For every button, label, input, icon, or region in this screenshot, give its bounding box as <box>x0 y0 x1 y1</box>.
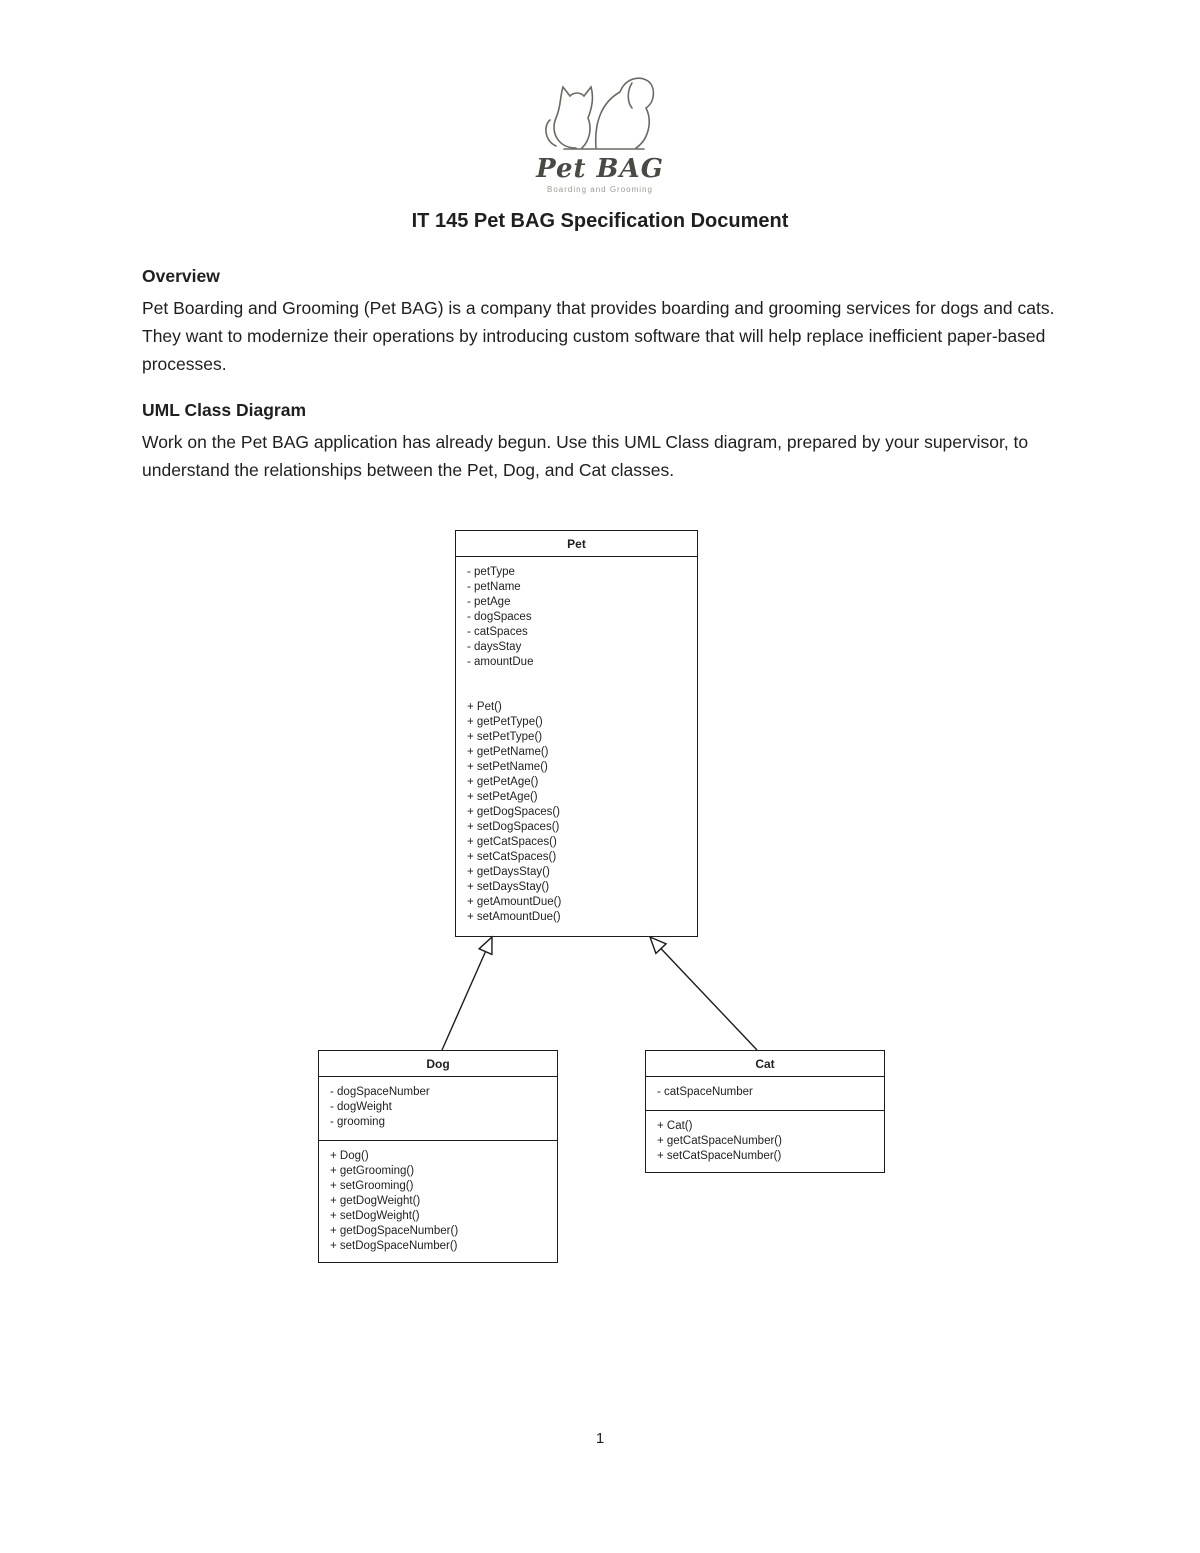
uml-class-cat: Cat - catSpaceNumber + Cat() + getCatSpac… <box>645 1050 885 1173</box>
uml-attribute: - petType <box>467 566 515 578</box>
logo-wordmark: Pet BAG <box>536 154 664 184</box>
uml-method: + getDogSpaceNumber() <box>330 1225 459 1237</box>
logo-tagline: Boarding and Grooming <box>547 185 653 194</box>
uml-attribute: - daysStay <box>467 641 522 653</box>
uml-method: + setAmountDue() <box>467 911 561 923</box>
document-title: IT 145 Pet BAG Specification Document <box>411 210 789 232</box>
uml-class-pet-attributes: - petType - petName - petAge - dogSpaces - c… <box>456 557 697 678</box>
overview-heading: Overview <box>142 266 220 286</box>
uml-method: + getDogSpaces() <box>467 806 561 818</box>
uml-method: + getPetType() <box>467 716 543 728</box>
uml-class-cat-methods: + Cat() + getCatSpaceNumber() + setCatSpac… <box>646 1111 884 1172</box>
uml-method: + getAmountDue() <box>467 896 562 908</box>
uml-attribute: - petName <box>467 581 521 593</box>
uml-class-pet-methods: + Pet() + getPetType() + setPetType() + get… <box>456 678 697 933</box>
uml-method: + getPetName() <box>467 746 549 758</box>
uml-attribute: - dogWeight <box>330 1101 392 1113</box>
uml-method: + Cat() <box>657 1120 693 1132</box>
uml-method: + Pet() <box>467 701 502 713</box>
uml-attribute: - grooming <box>330 1116 385 1128</box>
uml-attribute: - petAge <box>467 596 511 608</box>
uml-method: + setDogWeight() <box>330 1210 420 1222</box>
uml-method: + Dog() <box>330 1150 369 1162</box>
uml-method: + setDogSpaces() <box>467 821 560 833</box>
uml-section-paragraph: Work on the Pet BAG application has alre… <box>142 432 1029 480</box>
uml-attribute: - catSpaceNumber <box>657 1086 753 1098</box>
uml-attribute: - dogSpaceNumber <box>330 1086 430 1098</box>
uml-class-dog: Dog - dogSpaceNumber - dogWeight - groomin… <box>318 1050 558 1263</box>
uml-method: + setGrooming() <box>330 1180 414 1192</box>
uml-method: + getCatSpaces() <box>467 836 557 848</box>
uml-method: + getGrooming() <box>330 1165 415 1177</box>
uml-method: + setDogSpaceNumber() <box>330 1240 458 1252</box>
uml-attribute: - amountDue <box>467 656 534 668</box>
uml-method: + getCatSpaceNumber() <box>657 1135 782 1147</box>
dog-and-cat-icon <box>545 77 655 150</box>
uml-method: + setCatSpaceNumber() <box>657 1150 782 1162</box>
page-number: 1 <box>595 1430 605 1447</box>
overview-paragraph: Pet Boarding and Grooming (Pet BAG) is a… <box>142 298 1055 374</box>
uml-section-heading: UML Class Diagram <box>142 400 307 420</box>
uml-attribute: - dogSpaces <box>467 611 532 623</box>
uml-class-dog-methods: + Dog() + getGrooming() + setGrooming() + g… <box>319 1141 557 1262</box>
uml-method: + setPetName() <box>467 761 548 773</box>
uml-method: + getPetAge() <box>467 776 539 788</box>
uml-method: + setDaysStay() <box>467 881 550 893</box>
uml-method: + setCatSpaces() <box>467 851 557 863</box>
uml-attribute: - catSpaces <box>467 626 528 638</box>
uml-method: + setPetType() <box>467 731 543 743</box>
uml-method: + setPetAge() <box>467 791 538 803</box>
uml-method: + getDogWeight() <box>330 1195 421 1207</box>
uml-class-pet-title: Pet <box>456 531 697 557</box>
uml-class-dog-title: Dog <box>319 1051 557 1077</box>
uml-class-pet: Pet - petType - petName - petAge - dogSpace… <box>455 530 698 937</box>
uml-method: + getDaysStay() <box>467 866 550 878</box>
uml-class-dog-attributes: - dogSpaceNumber - dogWeight - grooming <box>319 1077 557 1141</box>
uml-class-cat-title: Cat <box>646 1051 884 1077</box>
uml-class-cat-attributes: - catSpaceNumber <box>646 1077 884 1111</box>
pet-bag-logo: Pet BAG Boarding and Grooming <box>0 62 1200 194</box>
